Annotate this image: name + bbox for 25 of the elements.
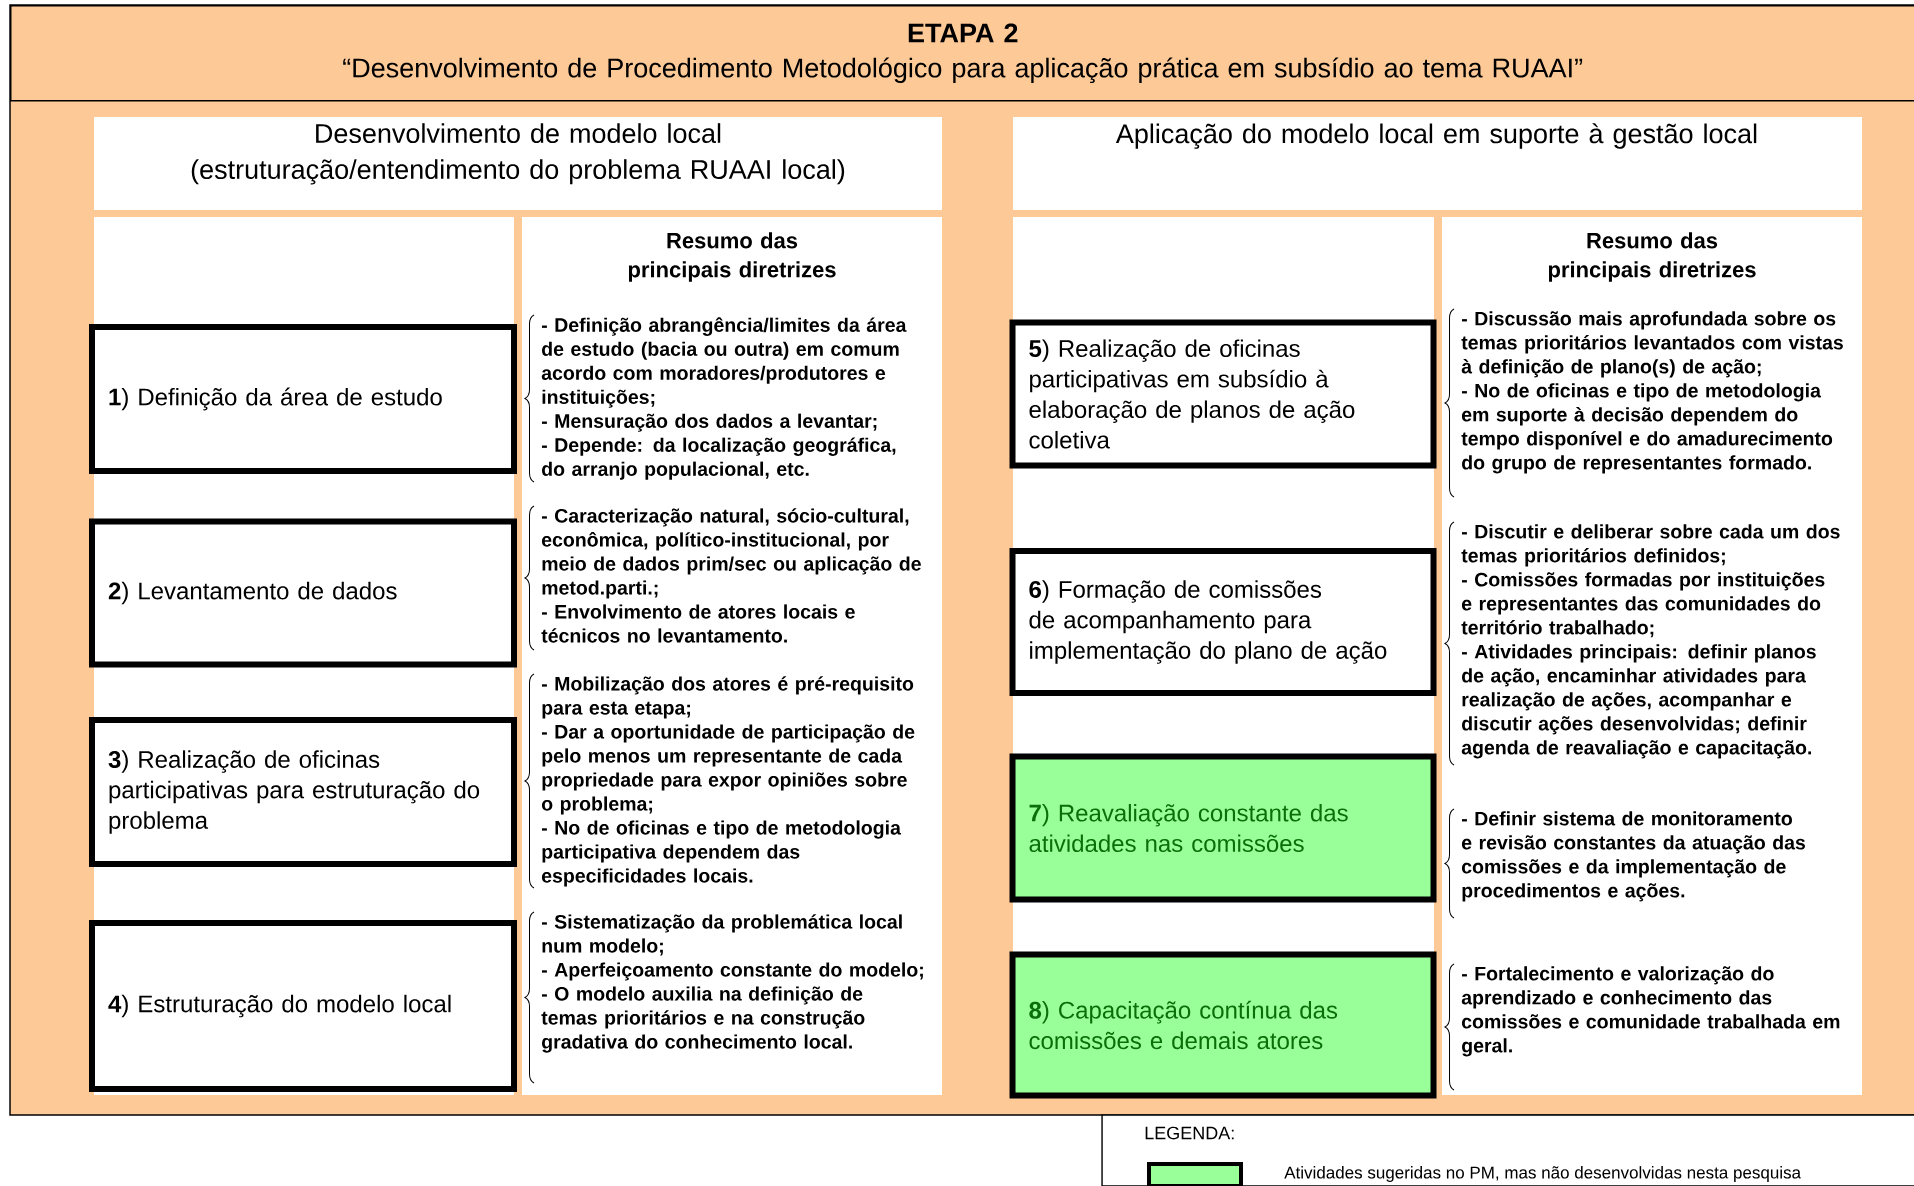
guideline-text: - Caracterização natural, sócio-cultural, econômica, político-institucional, por meio de dados prim/sec ou aplicação de metod.parti.; - Envolvimento de atores locais e técnicos no levantamento. [541, 508, 921, 643]
column-heading: Resumo das principais diretrizes [628, 232, 836, 282]
column-heading: Resumo das principais diretrizes [1548, 232, 1756, 282]
legend-text: Atividades sugeridas no PM, mas não desenvolvidas nesta pesquisa [1284, 1166, 1802, 1182]
step-box: 5) Realização de oficinas participativas em subsídio à elaboração de planos de ação coletiva [1009, 319, 1437, 469]
guideline-text: - Mobilização dos atores é pré-requisito para esta etapa; - Dar a oportunidade de participação de pelo menos um representante de cada propriedade para expor opiniões sobre o problema; - No de oficinas e tipo de metodologia participativa dependem das especificidades locais. [542, 676, 915, 887]
guideline-text: - Definir sistema de monitoramento e revisão constantes da atuação das comissões e da implementação de procedimentos e ações. [1462, 811, 1805, 902]
step-box: 6) Formação de comissões de acompanhamento para implementação do plano de ação [1009, 548, 1437, 696]
summary-column [522, 217, 942, 1095]
step-box: 3) Realização de oficinas participativas para estruturação do problema [89, 717, 517, 867]
guideline-text: - Definição abrangência/limites da área de estudo (bacia ou outra) em comum acordo com moradores/produtores e instituições; - Mensuração dos dados a levantar; - Depende: da localização geográfica, do arranjo populacional, etc. [541, 317, 907, 480]
summary-column [1442, 217, 1862, 1095]
step-box: 2) Levantamento de dados [89, 518, 517, 668]
guideline-text: - Discutir e deliberar sobre cada um dos temas prioritários definidos; - Comissões formadas por instituições e representantes das comunidades do território trabalhado; - Atividades principais: definir planos de ação, encaminhar atividades para realização de ações, acompanhar e discutir ações desenvolvidas; definir agenda de reavaliação e capacitação. [1461, 524, 1840, 759]
legend-title: LEGENDA: [1145, 1126, 1234, 1140]
step-box: 4) Estruturação do modelo local [89, 920, 517, 1092]
step-box: 7) Reavaliação constante das atividades nas comissões [1009, 753, 1437, 903]
panel-heading: Aplicação do modelo local em suporte à gestão local [1013, 117, 1862, 210]
panel-heading: Desenvolvimento de modelo local (estruturação/entendimento do problema RUAAI local) [94, 117, 942, 210]
guideline-text: - Fortalecimento e valorização do aprendizado e conhecimento das comissões e comunidade trabalhada em geral. [1461, 966, 1840, 1057]
step-box: 8) Capacitação contínua das comissões e demais atores [1009, 951, 1437, 1099]
step-box: 1) Definição da área de estudo [89, 324, 517, 474]
guideline-text: - Sistematização da problemática local num modelo; - Aperfeiçoamento constante do modelo; - O modelo auxilia na definição de temas prioritários e na construção gradativa do conhecimento local. [541, 914, 923, 1053]
header-band: ETAPA 2 “Desenvolvimento de Procedimento Metodológico para aplicação prática em subsídio ao tema RUAAI” [10, 5, 1914, 102]
guideline-text: - Discussão mais aprofundada sobre os temas prioritários levantados com vistas à definição de plano(s) de ação; - No de oficinas e tipo de metodologia em suporte à decisão dependem do tempo disponível e do amadurecimento do grupo de representantes formado. [1461, 311, 1843, 474]
